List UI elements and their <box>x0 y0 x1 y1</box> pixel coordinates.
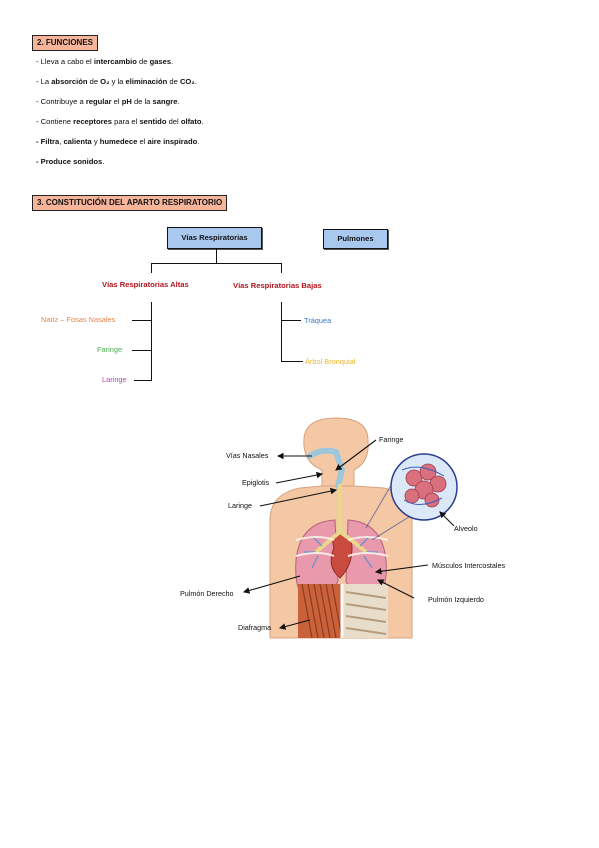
vias-altas-title: Vías Respiratorias Altas <box>102 280 189 289</box>
bronchial-tree-shape <box>304 535 378 569</box>
bajas-vertical <box>281 302 282 361</box>
function-item-5: - Filtra, calienta y humedece el aire in… <box>36 137 200 146</box>
leaf-nariz: Nariz – Fosas Nasales <box>41 315 116 324</box>
leaf-laringe: Laringe <box>102 375 127 384</box>
ribs-shape <box>295 536 389 557</box>
function-item-1: - Lleva a cabo el intercambio de gases. <box>36 57 174 66</box>
vias-respiratorias-box: Vías Respiratorias <box>167 227 262 249</box>
tree-crossbar <box>151 263 282 264</box>
altas-connector-3 <box>134 380 152 381</box>
tree-left-drop <box>151 263 152 273</box>
label-pulmon-derecho: Pulmón Derecho <box>180 589 234 598</box>
bajas-connector-1 <box>281 320 301 321</box>
label-epiglotis: Epiglotis <box>242 478 270 487</box>
label-pulmon-izquierdo: Pulmón Izquierdo <box>428 595 484 604</box>
tree-right-drop <box>281 263 282 273</box>
trachea-shape <box>314 484 368 554</box>
pulmones-box: Pulmones <box>323 229 388 249</box>
label-musculos-intercostales: Músculos Intercostales <box>432 561 506 570</box>
altas-vertical <box>151 302 152 380</box>
alveolus-magnifier <box>365 453 458 541</box>
altas-connector-2 <box>132 350 152 351</box>
label-diafragma: Diafragma <box>238 623 272 632</box>
function-item-3: - Contribuye a regular el pH de la sangr… <box>36 97 180 106</box>
section-2-heading: 2. FUNCIONES <box>32 35 99 51</box>
label-laringe: Laringe <box>228 501 252 510</box>
leaf-faringe: Faringe <box>97 345 123 354</box>
label-faringe: Faringe <box>379 435 404 444</box>
section-3-heading: 3. CONSTITUCIÓN DEL APARTO RESPIRATORIO <box>32 195 228 211</box>
label-arrows <box>242 439 455 630</box>
function-item-2: - La absorción de O₂ y la eliminación de… <box>36 77 197 86</box>
label-vias-nasales: Vías Nasales <box>226 451 269 460</box>
label-alveolo: Alveolo <box>454 524 478 533</box>
diaphragm-shape <box>298 583 388 638</box>
tree-stem <box>216 249 217 263</box>
leaf-arbol-bronquial: Árbol Bronquial <box>305 357 356 366</box>
leaf-traquea: Tráquea <box>304 316 332 325</box>
function-item-4: - Contiene receptores para el sentido de… <box>36 117 204 126</box>
function-item-6: - Produce sonidos. <box>36 157 105 166</box>
nasal-airway <box>307 447 346 489</box>
vias-bajas-title: Vías Respiratorias Bajas <box>233 281 322 290</box>
bajas-connector-2 <box>281 361 303 362</box>
altas-connector-1 <box>132 320 152 321</box>
